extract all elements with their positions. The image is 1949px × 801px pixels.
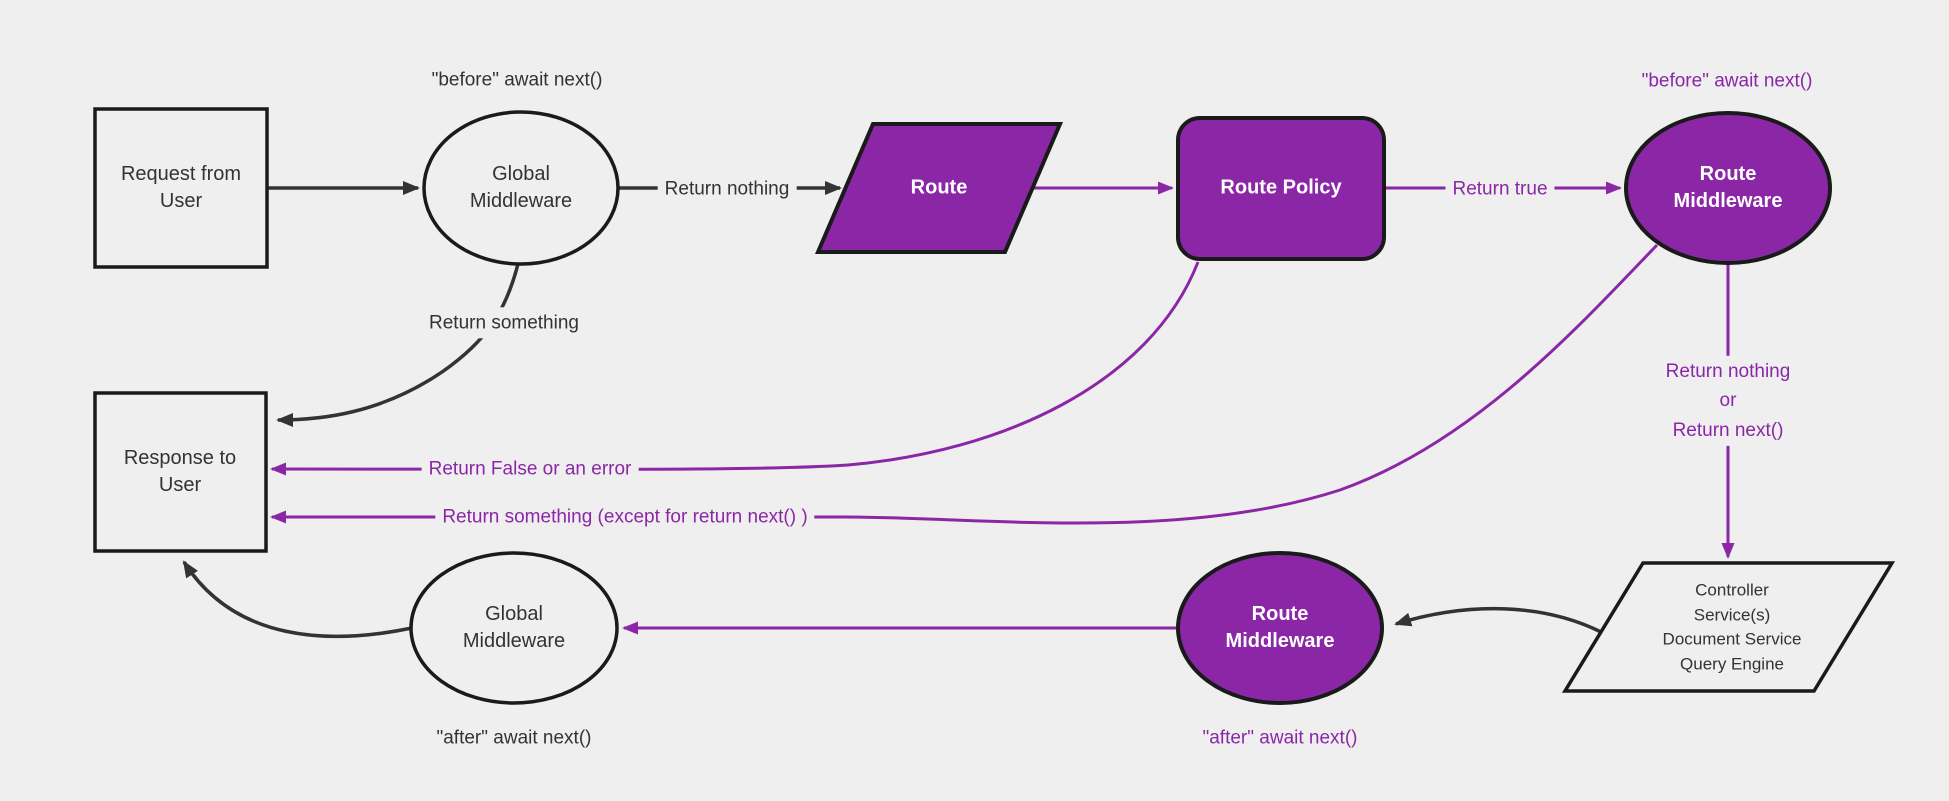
edge-return-something-except [270,243,1659,525]
edge-return-false-or-error [270,261,1200,476]
node-route-policy-shape [1176,116,1386,261]
node-route-middleware-bottom-shape [1176,551,1384,705]
node-route-shape [814,122,1064,254]
edge-return-something [276,263,520,427]
node-request-shape [93,107,269,269]
node-controller-shape [1561,561,1896,693]
node-global-middleware-top-shape [422,110,620,266]
edge-global-middleware-to-response [182,560,413,639]
node-global-middleware-bottom-shape [409,551,619,705]
node-response-shape [93,391,268,553]
node-route-middleware-top-shape [1624,111,1832,265]
edge-controller-to-route-middleware [1394,606,1602,634]
